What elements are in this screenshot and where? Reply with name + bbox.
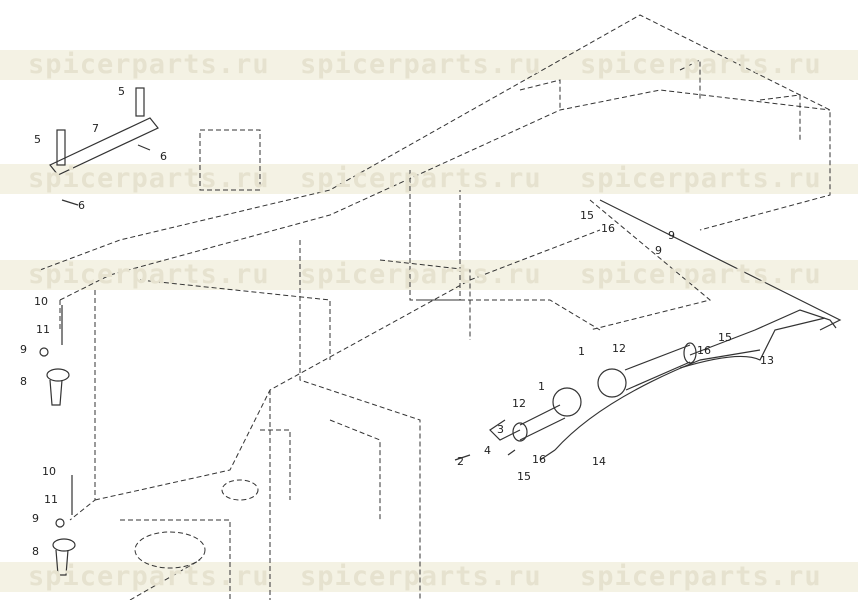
- watermark-text: spicerparts.ru: [28, 561, 270, 592]
- part-callout-label: 1: [538, 380, 545, 393]
- watermark-text: spicerparts.ru: [580, 49, 822, 80]
- part-callout-label: 9: [20, 343, 27, 356]
- part-callout-label: 16: [697, 344, 711, 357]
- part-callout-label: 4: [484, 444, 491, 457]
- watermark-band: [0, 562, 858, 592]
- part-callout-label: 9: [32, 512, 39, 525]
- part-callout-label: 14: [592, 455, 606, 468]
- part-callout-label: 10: [42, 465, 56, 478]
- part-callout-label: 5: [118, 85, 125, 98]
- part-callout-label: 7: [92, 122, 99, 135]
- part-callout-label: 8: [20, 375, 27, 388]
- watermark-text: spicerparts.ru: [300, 49, 542, 80]
- part-callout-label: 3: [497, 423, 504, 436]
- watermark-text: spicerparts.ru: [580, 259, 822, 290]
- watermark-text: spicerparts.ru: [300, 561, 542, 592]
- part-callout-label: 12: [512, 397, 526, 410]
- watermark-text: spicerparts.ru: [300, 259, 542, 290]
- part-callout-label: 11: [36, 323, 50, 336]
- watermark-band: [0, 50, 858, 80]
- part-callout-label: 1: [578, 345, 585, 358]
- watermark-text: spicerparts.ru: [580, 561, 822, 592]
- part-callout-label: 15: [718, 331, 732, 344]
- part-callout-label: 11: [44, 493, 58, 506]
- part-callout-label: 8: [32, 545, 39, 558]
- part-callout-label: 15: [580, 209, 594, 222]
- part-callout-label: 2: [457, 455, 464, 468]
- part-callout-label: 15: [517, 470, 531, 483]
- part-callout-label: 6: [160, 150, 167, 163]
- watermark-text: spicerparts.ru: [28, 49, 270, 80]
- watermark-text: spicerparts.ru: [300, 163, 542, 194]
- part-callout-label: 10: [34, 295, 48, 308]
- part-callout-label: 6: [78, 199, 85, 212]
- watermark-band: [0, 164, 858, 194]
- part-callout-label: 13: [760, 354, 774, 367]
- watermark-text: spicerparts.ru: [580, 163, 822, 194]
- part-callout-label: 16: [532, 453, 546, 466]
- part-callout-label: 9: [668, 229, 675, 242]
- part-callout-label: 5: [34, 133, 41, 146]
- watermark-text: spicerparts.ru: [28, 163, 270, 194]
- part-callout-label: 9: [655, 244, 662, 257]
- watermark-text: spicerparts.ru: [28, 259, 270, 290]
- part-callout-label: 12: [612, 342, 626, 355]
- part-callout-label: 16: [601, 222, 615, 235]
